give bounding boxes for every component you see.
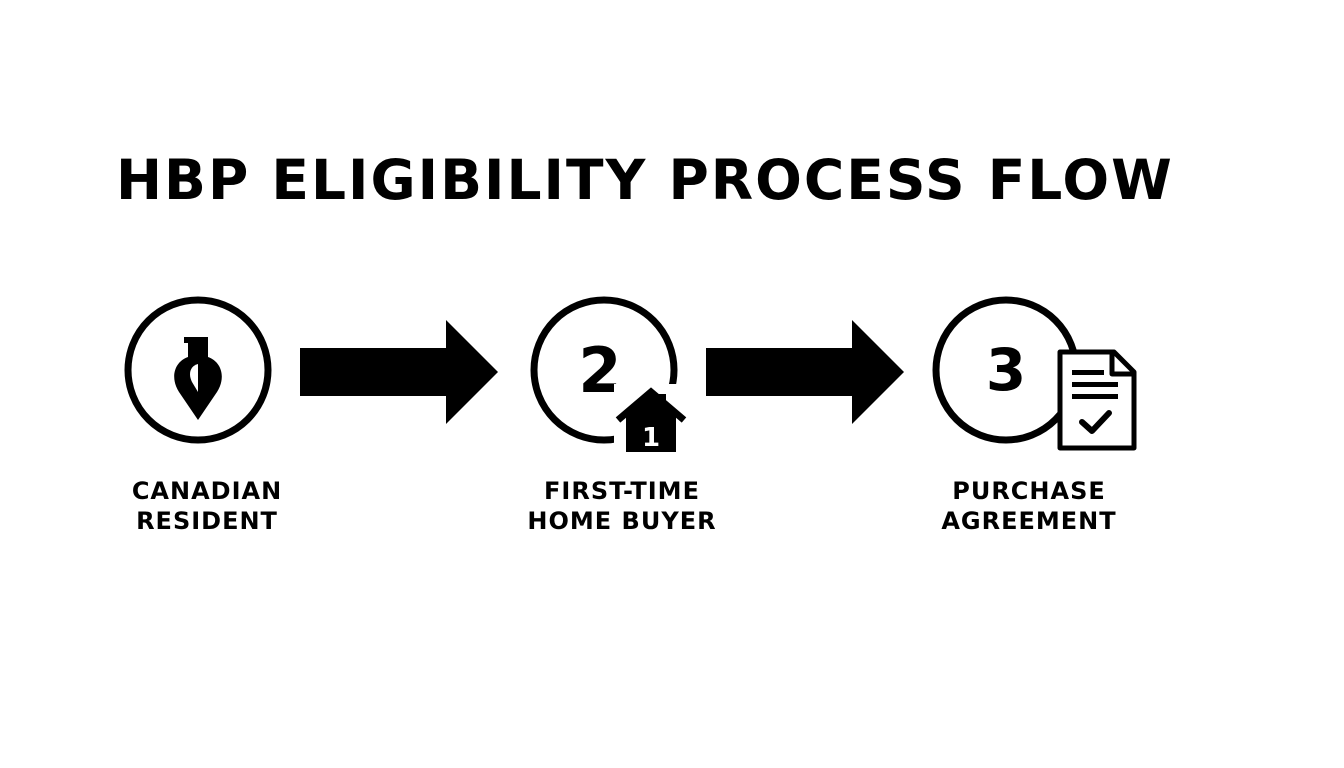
step-1-label-line1: CANADIAN (131, 477, 283, 505)
house-icon: 1 (614, 384, 688, 456)
diagram-title: HBP ELIGIBILITY PROCESS FLOW (116, 148, 1174, 212)
location-pin-icon (174, 337, 222, 420)
step-3-number: 3 (986, 336, 1026, 404)
step-1-number: 1 (198, 353, 199, 355)
step-2-label-line2: HOME BUYER (527, 507, 717, 535)
house-badge-number: 1 (642, 423, 660, 453)
step-3-label-line1: PURCHASE (952, 477, 1106, 505)
step-1-icon: 1 (124, 296, 272, 444)
flow-arrow-2 (706, 320, 904, 424)
step-2-circle (530, 296, 678, 444)
step-2-label-line1: FIRST-TIME (544, 477, 700, 505)
step-2-label: FIRST-TIME HOME BUYER (492, 476, 752, 536)
flow-arrow-1 (300, 320, 498, 424)
step-1-label: CANADIAN RESIDENT (77, 476, 337, 536)
document-check-icon (1057, 349, 1137, 451)
step-3-icon: 3 (932, 296, 1137, 451)
step-3-label-line2: AGREEMENT (941, 507, 1117, 535)
step-3-label: PURCHASE AGREEMENT (899, 476, 1159, 536)
step-2-icon: 2 1 (530, 296, 688, 456)
step-1-circle (124, 296, 272, 444)
step-1-label-line2: RESIDENT (136, 507, 278, 535)
